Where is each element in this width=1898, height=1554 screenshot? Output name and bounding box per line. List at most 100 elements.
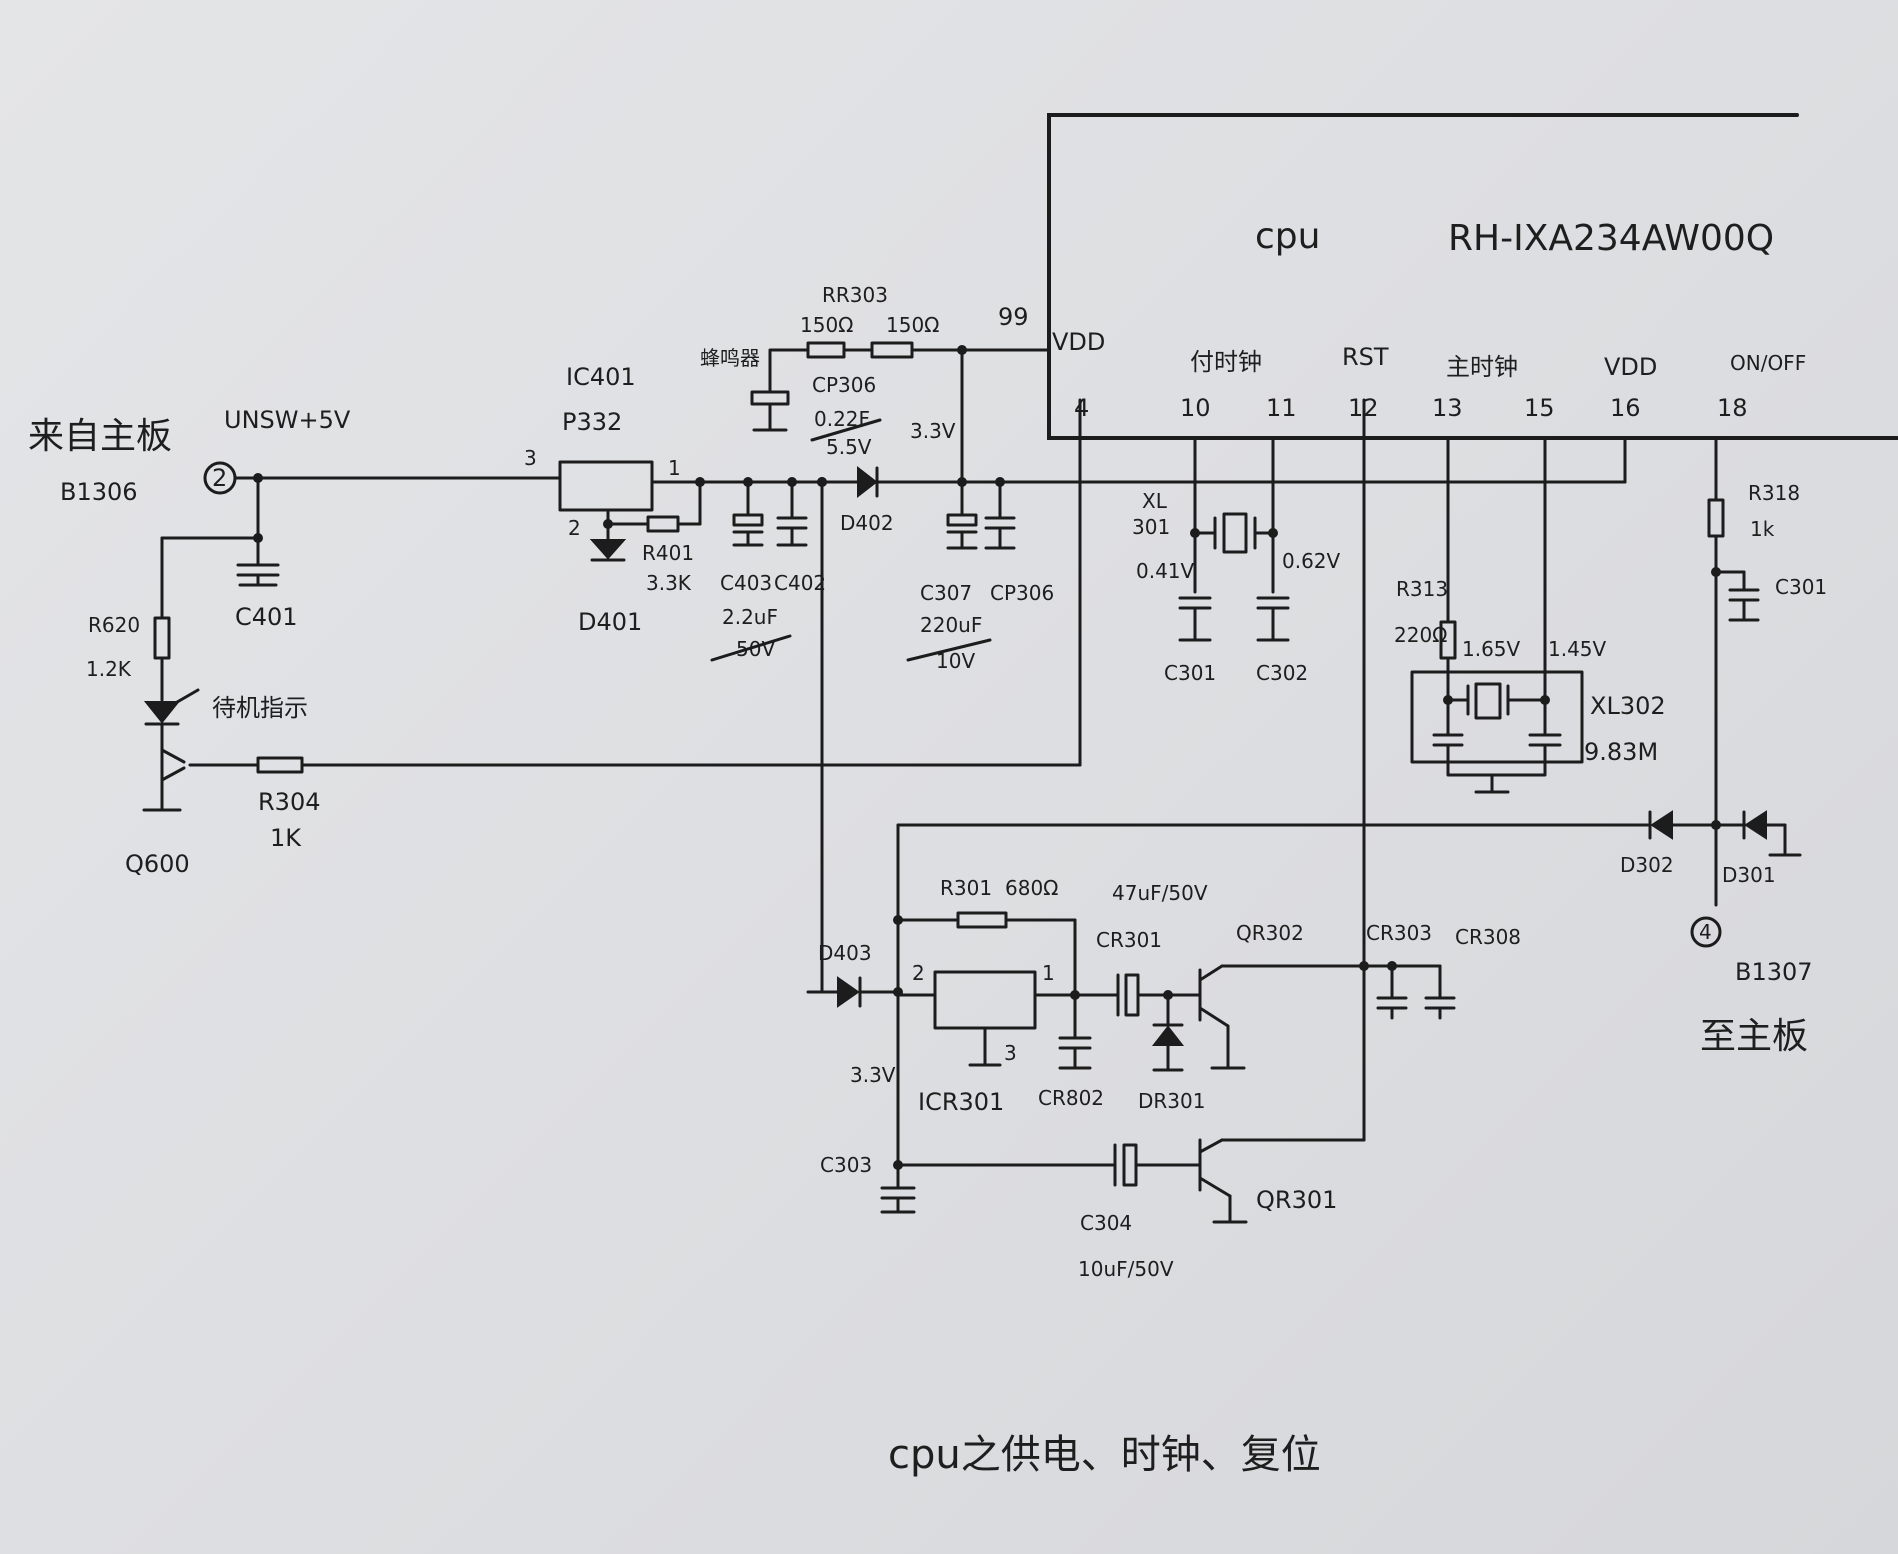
xl301-label: XL — [1142, 489, 1168, 513]
ic401-pin2: 2 — [568, 516, 581, 540]
v165-label: 1.65V — [1462, 637, 1521, 661]
rr303-r2-value: 150Ω — [886, 313, 939, 337]
r304-value: 1K — [270, 824, 302, 852]
d401-label: D401 — [578, 608, 642, 636]
pin-10: 10 — [1180, 394, 1211, 422]
ic401-section: IC401 P332 3 1 2 R401 3.3K D401 — [524, 363, 1627, 636]
q600-lead — [160, 766, 186, 782]
junction — [695, 477, 705, 487]
c403-value: 2.2uF — [722, 605, 778, 629]
qr302-emitter — [1198, 1006, 1230, 1028]
cr301-value: 47uF/50V — [1112, 881, 1208, 905]
pin-18: 18 — [1717, 394, 1748, 422]
cr301-label: CR301 — [1096, 928, 1162, 952]
c303-label: C303 — [820, 1153, 872, 1177]
vdd16-label: VDD — [1604, 353, 1657, 381]
r301-value: 680Ω — [1005, 876, 1058, 900]
c307-label: C307 — [920, 581, 972, 605]
r313-value: 220Ω — [1394, 623, 1447, 647]
c301-onoff-label: C301 — [1775, 575, 1827, 599]
c304-label: C304 — [1080, 1211, 1132, 1235]
cr303-label: CR303 — [1366, 921, 1432, 945]
pin-16: 16 — [1610, 394, 1641, 422]
b1307-label: B1307 — [1735, 958, 1813, 986]
to-board-label: 至主板 — [1700, 1016, 1808, 1057]
r620-value: 1.2K — [86, 657, 132, 681]
icr301-pin3: 3 — [1004, 1041, 1017, 1065]
rst-label: RST — [1342, 343, 1389, 371]
c307-plate — [946, 513, 978, 527]
rr303-label: RR303 — [822, 283, 888, 307]
main-clock-label: 主时钟 — [1446, 353, 1518, 381]
icr301-chip — [933, 970, 1037, 1030]
b1307-pin-number: 4 — [1699, 920, 1712, 944]
d403-label: D403 — [818, 941, 872, 965]
d402-diode-icon — [857, 465, 878, 499]
qr301-label: QR301 — [1256, 1186, 1337, 1214]
r401-value: 3.3K — [646, 571, 692, 595]
main-clock-section: R313 220Ω 1.65V 1.45V XL302 9.83M — [1394, 436, 1666, 794]
r313-label: R313 — [1396, 577, 1448, 601]
v145-label: 1.45V — [1548, 637, 1607, 661]
v33-label: 3.3V — [910, 419, 956, 443]
connector-b1306-label: B1306 — [60, 478, 138, 506]
r304-label: R304 — [258, 788, 320, 816]
cpu-pin-labels: 99 VDD 4 10 11 12 13 15 16 18 付时钟 RST 主时… — [998, 303, 1806, 422]
cpu-block: cpu RH-IXA234AW00Q — [1047, 113, 1898, 440]
d302-label: D302 — [1620, 853, 1674, 877]
q600-lead — [160, 748, 186, 764]
strike-line — [810, 418, 882, 442]
v041-label: 0.41V — [1136, 559, 1195, 583]
r620-label: R620 — [88, 613, 140, 637]
c402-label: C402 — [774, 571, 826, 595]
standby-led-label: 待机指示 — [212, 694, 308, 722]
d301-diode-icon — [1744, 810, 1767, 840]
led-arrow — [170, 688, 200, 707]
reset-v33-label: 3.3V — [850, 1063, 896, 1087]
onoff-section: R318 1k C301 D302 D301 4 B1307 至主板 — [898, 436, 1827, 1057]
qr301-collector — [1198, 1138, 1224, 1154]
c403-voltage: 50V — [736, 637, 775, 661]
pin-11: 11 — [1266, 394, 1297, 422]
connector-pin-circle — [1690, 916, 1722, 948]
cr802-label: CR802 — [1038, 1086, 1104, 1110]
net-unsw5v-label: UNSW+5V — [224, 406, 351, 434]
d301-label: D301 — [1722, 863, 1776, 887]
wire — [1446, 743, 1547, 777]
r304-resistor — [256, 756, 304, 774]
cr308-label: CR308 — [1455, 925, 1521, 949]
icr301-label: ICR301 — [918, 1088, 1004, 1116]
qr301-emitter — [1198, 1176, 1232, 1198]
r318-resistor — [1707, 498, 1725, 538]
cp306-label: CP306 — [990, 581, 1054, 605]
standby-led-icon — [143, 701, 181, 724]
d401-diode-icon — [589, 539, 627, 560]
r318-label: R318 — [1748, 481, 1800, 505]
pin-15: 15 — [1524, 394, 1555, 422]
c401-label: C401 — [235, 603, 298, 631]
cpu-part-number: RH-IXA234AW00Q — [1448, 218, 1774, 259]
xl301-crystal — [1222, 512, 1248, 554]
ic401-pin1: 1 — [668, 456, 681, 480]
diagram-caption: cpu之供电、时钟、复位 — [888, 1432, 1321, 1478]
xl301-number: 301 — [1132, 515, 1170, 539]
rr303-resistor-1 — [806, 341, 846, 359]
input-connector-section: 来自主板 B1306 UNSW+5V 2 C401 R620 1.2K 待机指示 — [28, 398, 1082, 878]
v062-label: 0.62V — [1282, 549, 1341, 573]
icr301-pin2: 2 — [912, 961, 925, 985]
xl302-value: 9.83M — [1584, 738, 1658, 766]
cp306-top-plate — [750, 390, 790, 406]
c403-plate — [732, 513, 764, 527]
pin-99: 99 — [998, 303, 1029, 331]
xl302-frame — [1410, 670, 1584, 764]
q600-label: Q600 — [125, 850, 190, 878]
reset-section: D403 3.3V R301 680Ω 2 1 3 ICR301 CR802 4… — [806, 477, 1521, 1281]
d302-diode-icon — [1650, 810, 1673, 840]
c304-plate-elec — [1122, 1143, 1138, 1187]
qr302-collector — [1198, 964, 1224, 982]
sub-clock-label: 付时钟 — [1190, 348, 1262, 376]
r401-label: R401 — [642, 541, 694, 565]
r620-resistor — [153, 616, 171, 660]
connector-pin-number: 2 — [212, 464, 227, 492]
rr303-r1-value: 150Ω — [800, 313, 853, 337]
